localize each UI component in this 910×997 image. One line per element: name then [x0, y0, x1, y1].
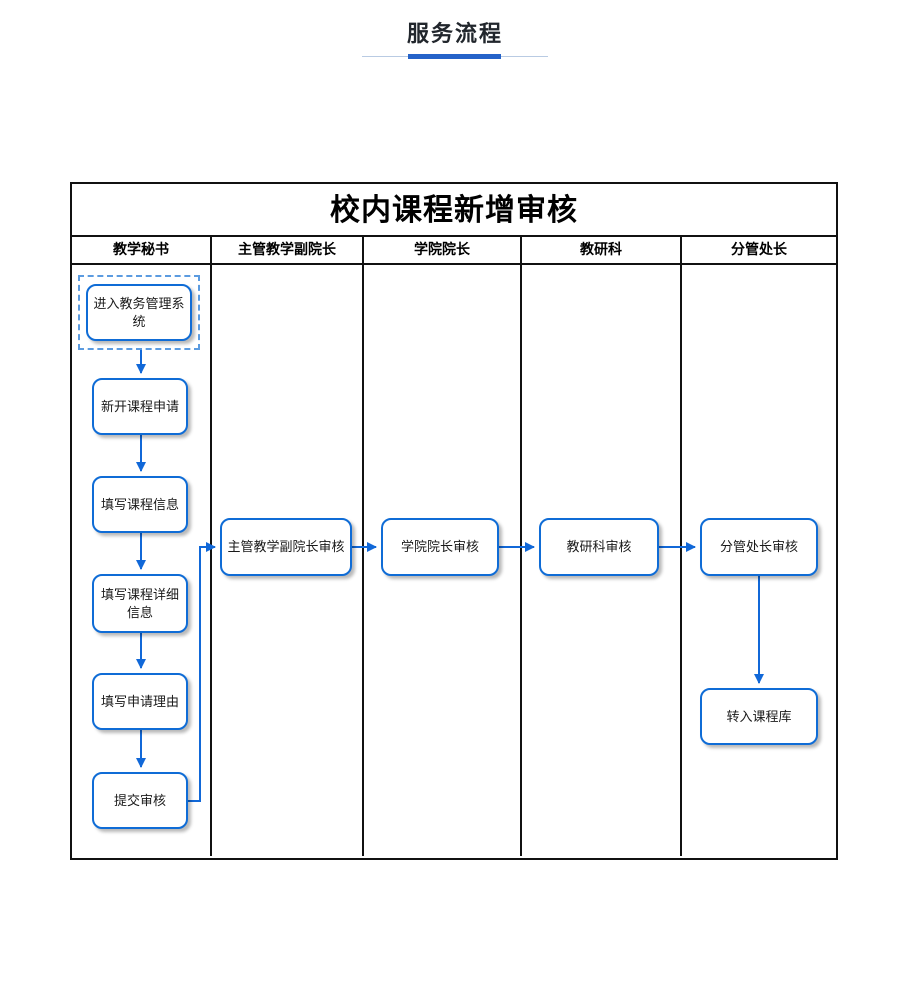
node-division-chief-review: 分管处长审核: [700, 518, 818, 576]
node-fill-course-info: 填写课程信息: [92, 476, 188, 533]
title-divider-accent: [408, 54, 501, 59]
lane-header-teaching-secretary: 教学秘书: [72, 237, 212, 263]
flow-connectors: [136, 350, 764, 802]
flowchart-body: 进入教务管理系统 新开课程申请 填写课程信息 填写课程详细信息 填写申请理由 提…: [72, 265, 836, 856]
node-new-course-request: 新开课程申请: [92, 378, 188, 435]
lane-header-research-section: 教研科: [522, 237, 682, 263]
lane-header-vice-dean: 主管教学副院长: [212, 237, 364, 263]
node-research-section-review: 教研科审核: [539, 518, 659, 576]
node-submit-review: 提交审核: [92, 772, 188, 829]
lane-header-college-dean: 学院院长: [364, 237, 522, 263]
connector-submit-to-vp: [188, 542, 216, 802]
node-dean-review: 学院院长审核: [381, 518, 499, 576]
node-selection-outline: 进入教务管理系统: [78, 275, 200, 350]
node-vp-review: 主管教学副院长审核: [220, 518, 352, 576]
node-fill-course-detail: 填写课程详细信息: [92, 574, 188, 633]
node-enter-system: 进入教务管理系统: [86, 284, 192, 341]
node-into-course-library: 转入课程库: [700, 688, 818, 745]
lane-divider-3: [520, 265, 522, 856]
lane-divider-2: [362, 265, 364, 856]
flowchart: 校内课程新增审核 教学秘书 主管教学副院长 学院院长 教研科 分管处长: [70, 182, 838, 860]
lane-divider-1: [210, 265, 212, 856]
lane-header-row: 教学秘书 主管教学副院长 学院院长 教研科 分管处长: [72, 237, 836, 265]
title-divider: [362, 54, 548, 60]
node-fill-reason: 填写申请理由: [92, 673, 188, 730]
flowchart-title: 校内课程新增审核: [72, 184, 836, 237]
lane-header-division-chief: 分管处长: [731, 241, 787, 257]
page-title: 服务流程: [406, 21, 503, 46]
lane-divider-4: [680, 265, 682, 856]
